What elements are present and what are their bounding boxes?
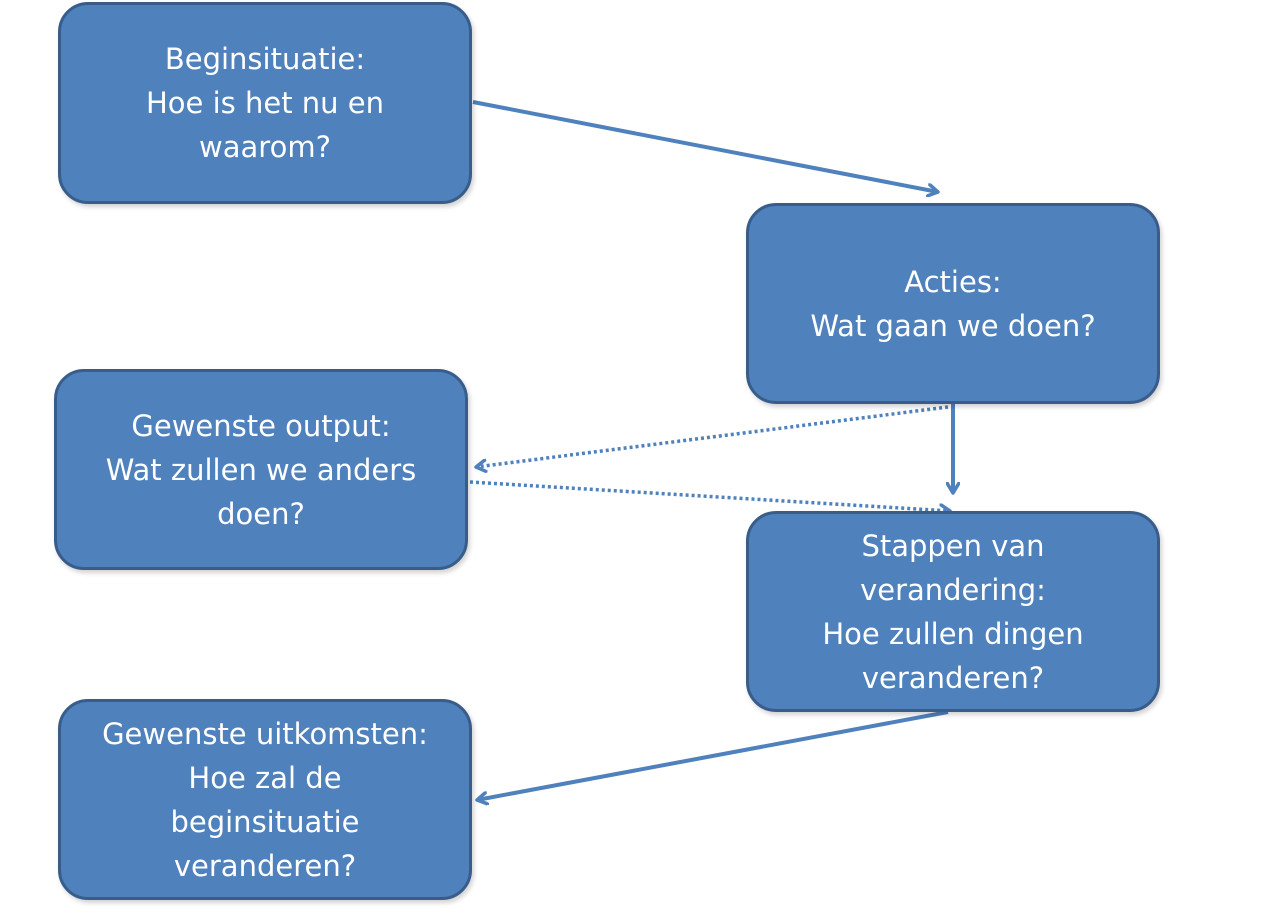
box-stappen-line-4: veranderen? <box>861 660 1045 695</box>
box-acties-line-1: Acties: <box>904 264 1002 299</box>
box-uitkomsten-line-1: Gewenste uitkomsten: <box>102 716 428 751</box>
arrow-output-to-stappen-dotted <box>469 480 950 511</box>
box-stappen-line-1: Stappen van <box>861 528 1045 563</box>
box-gewenste-uitkomsten: Gewenste uitkomsten: Hoe zal de beginsit… <box>58 699 472 900</box>
box-beginsituatie-line-1: Beginsituatie: <box>164 42 366 76</box>
box-gewenste-output-line-2: Wat zullen we anders <box>105 452 417 487</box>
box-uitkomsten-line-3: beginsituatie <box>170 804 360 839</box>
box-gewenste-output-line-3: doen? <box>217 496 305 531</box>
arrow-begin-to-acties <box>472 100 938 192</box>
box-uitkomsten-line-2: Hoe zal de <box>188 760 342 795</box>
box-stappen-van-verandering: Stappen van verandering: Hoe zullen ding… <box>746 511 1160 712</box>
box-acties: Acties: Wat gaan we doen? <box>746 203 1160 404</box>
box-stappen-line-2: verandering: <box>860 572 1046 607</box>
box-gewenste-output-line-1: Gewenste output: <box>131 408 391 443</box>
box-beginsituatie: Beginsituatie: Hoe is het nu en waarom? <box>58 2 472 204</box>
box-beginsituatie-line-3: waarom? <box>199 130 331 164</box>
box-stappen-line-3: Hoe zullen dingen <box>822 616 1084 651</box>
arrow-acties-to-output-dotted <box>476 405 949 467</box>
arrow-stappen-to-uitkomsten <box>477 710 949 800</box>
box-acties-line-2: Wat gaan we doen? <box>810 308 1096 343</box>
box-beginsituatie-line-2: Hoe is het nu en <box>145 86 384 120</box>
box-uitkomsten-line-4: veranderen? <box>173 848 357 883</box>
box-gewenste-output: Gewenste output: Wat zullen we anders do… <box>54 369 468 570</box>
